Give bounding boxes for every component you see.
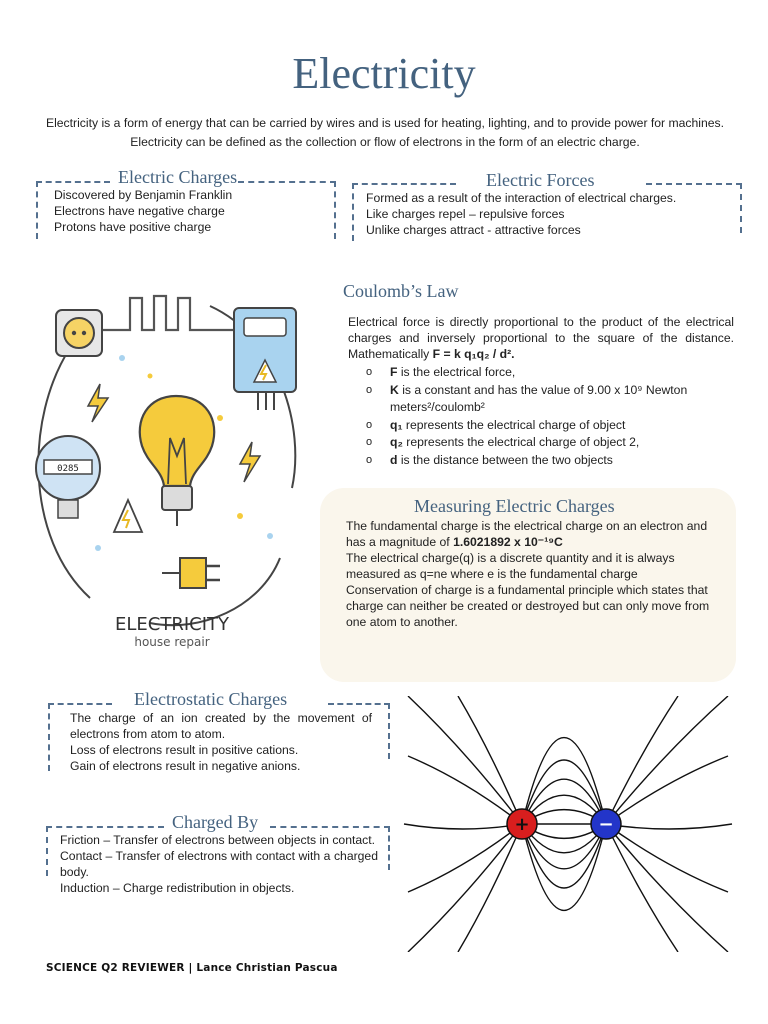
section-heading: Charged By: [172, 812, 259, 832]
list-item: d is the distance between the two object…: [348, 452, 736, 470]
footer-credit: SCIENCE Q2 REVIEWER | Lance Christian Pa…: [46, 962, 338, 974]
dash-border: [36, 181, 38, 239]
dash-border: [740, 183, 742, 233]
lightning-bolt-icon: [238, 441, 262, 483]
meter-reading: 0285: [57, 464, 79, 474]
electric-meter-icon: 0285: [35, 435, 101, 519]
electricity-illustration: 0285 ELECTRICITY house repair: [35, 294, 297, 649]
measuring-paragraph: Conservation of charge is a fundamental …: [346, 583, 710, 629]
coulomb-variable-list: F is the electrical force, K is a consta…: [348, 364, 736, 469]
dash-border: [270, 826, 390, 828]
measuring-text: The fundamental charge is the electrical…: [346, 518, 716, 630]
list-item: K is a constant and has the value of 9.0…: [348, 382, 736, 417]
plug-icon: [162, 557, 220, 589]
list-item: Discovered by Benjamin Franklin: [54, 188, 233, 202]
dash-border: [352, 183, 456, 185]
list-item: Contact – Transfer of electrons with con…: [60, 849, 378, 879]
light-bulb-icon: [138, 394, 216, 526]
positive-charge-icon: +: [506, 808, 538, 840]
measuring-panel: [320, 488, 736, 682]
illustration-caption-title: ELECTRICITY: [115, 614, 230, 635]
dash-border: [46, 826, 48, 876]
electrostatic-list: The charge of an ion created by the move…: [70, 710, 372, 774]
illustration-caption-subtitle: house repair: [134, 635, 209, 649]
coulomb-formula: F = k q₁q₂ / d².: [432, 347, 515, 361]
list-item: Gain of electrons result in negative ani…: [70, 759, 301, 773]
section-heading: Electric Charges: [118, 167, 238, 187]
dash-border: [36, 181, 110, 183]
dash-border: [334, 181, 336, 239]
list-item: q₁ represents the electrical charge of o…: [348, 417, 736, 435]
warning-sign-icon: [112, 497, 144, 533]
dash-border: [646, 183, 742, 185]
measuring-paragraph: The electrical charge(q) is a discrete q…: [346, 551, 675, 581]
dash-border: [48, 703, 112, 705]
list-item: Loss of electrons result in positive cat…: [70, 743, 299, 757]
positive-charge-label: +: [514, 814, 529, 835]
measuring-heading: Measuring Electric Charges: [414, 496, 615, 516]
list-item: Formed as a result of the interaction of…: [366, 191, 677, 205]
socket-icon: [55, 309, 103, 357]
coulomb-text: Electrical force is directly proportiona…: [348, 315, 734, 361]
dash-border: [352, 183, 354, 241]
electric-charges-list: Discovered by Benjamin Franklin Electron…: [54, 187, 334, 235]
section-heading: Electrostatic Charges: [134, 689, 288, 709]
dash-border: [46, 826, 164, 828]
page-title: Electricity: [292, 49, 476, 98]
negative-charge-label: −: [598, 814, 613, 835]
dash-border: [48, 703, 50, 771]
electric-panel-icon: [233, 307, 297, 410]
dash-border: [238, 181, 336, 183]
list-item: The charge of an ion created by the move…: [70, 711, 372, 741]
dash-border: [328, 703, 390, 705]
list-item: Protons have positive charge: [54, 220, 212, 234]
lightning-bolt-icon: [86, 383, 110, 423]
coulomb-paragraph: Electrical force is directly proportiona…: [348, 314, 734, 362]
coulomb-heading: Coulomb’s Law: [343, 281, 459, 301]
list-item: Unlike charges attract - attractive forc…: [366, 223, 581, 237]
intro-paragraph: Electricity is a form of energy that can…: [45, 116, 725, 149]
dash-border: [388, 703, 390, 759]
charged-by-list: Friction – Transfer of electrons between…: [60, 832, 378, 896]
section-heading: Electric Forces: [486, 170, 595, 190]
negative-charge-icon: −: [590, 808, 622, 840]
list-item: Like charges repel – repulsive forces: [366, 207, 565, 221]
electric-forces-list: Formed as a result of the interaction of…: [366, 190, 738, 238]
dash-border: [388, 826, 390, 870]
measuring-paragraph: The fundamental charge is the electrical…: [346, 519, 708, 549]
list-item: q₂ represents the electrical charge of o…: [348, 434, 736, 452]
list-item: Induction – Charge redistribution in obj…: [60, 881, 295, 895]
electric-field-diagram: + −: [403, 696, 733, 952]
list-item: Friction – Transfer of electrons between…: [60, 833, 375, 847]
list-item: Electrons have negative charge: [54, 204, 225, 218]
list-item: F is the electrical force,: [348, 364, 736, 382]
